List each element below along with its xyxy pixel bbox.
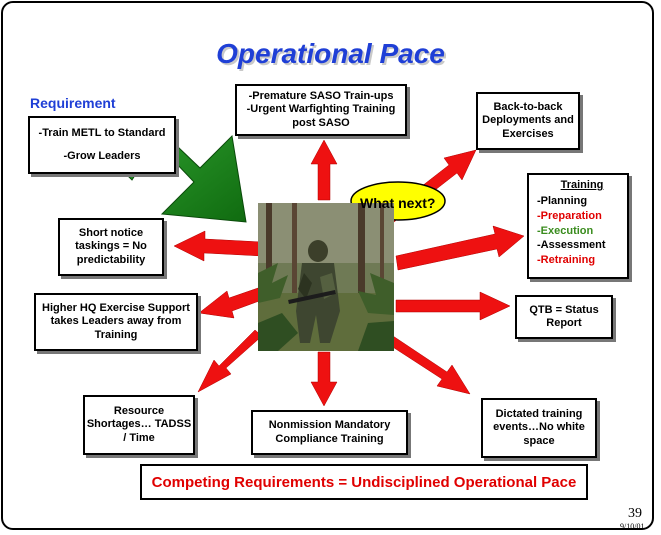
qtb-box: QTB = Status Report: [515, 295, 613, 339]
slide-title: Operational Pace: [216, 38, 445, 69]
training-item-assessment: -Assessment: [537, 239, 606, 252]
arrow-right-training: [395, 225, 525, 271]
arrow-left-shortnotice: [173, 230, 263, 262]
saso-box: -Premature SASO Train-ups -Urgent Warfig…: [235, 84, 407, 136]
training-item-preparation: -Preparation: [537, 209, 602, 222]
requirement-box: -Train METL to Standard -Grow Leaders: [28, 116, 176, 174]
nonmission-training-box: Nonmission Mandatory Compliance Training: [251, 410, 408, 455]
short-notice-box: Short notice taskings = No predictabilit…: [58, 218, 164, 276]
training-item-execution: -Execution: [537, 224, 594, 237]
requirement-item-leaders: -Grow Leaders: [63, 149, 141, 162]
training-item-planning: -Planning: [537, 194, 588, 207]
saso-line-3: post SASO: [292, 116, 350, 129]
resource-shortages-box: Resource Shortages… TADSS / Time: [83, 395, 195, 455]
arrow-down-left-resource: [197, 329, 263, 393]
higher-hq-box: Higher HQ Exercise Support takes Leaders…: [34, 293, 198, 351]
page-number: 39: [628, 506, 642, 521]
dictated-training-box: Dictated training events…No white space: [481, 398, 597, 458]
competing-requirements-banner: Competing Requirements = Undisciplined O…: [140, 464, 588, 500]
arrow-left-higherhq: [198, 287, 263, 319]
arrow-down-nonmission: [310, 351, 338, 407]
back-to-back-box: Back-to-back Deployments and Exercises: [476, 92, 580, 150]
saso-line-1: -Premature SASO Train-ups: [248, 90, 394, 103]
arrow-right-qtb: [395, 291, 511, 321]
saso-line-2: -Urgent Warfighting Training: [246, 103, 396, 116]
thought-bubble-text: What next?: [360, 195, 436, 211]
training-box: Training -Planning -Preparation -Executi…: [527, 173, 629, 279]
requirement-label: Requirement: [30, 95, 116, 111]
arrow-down-right-dictated: [384, 333, 471, 395]
training-header: Training: [560, 179, 604, 191]
training-item-retraining: -Retraining: [537, 254, 596, 267]
arrow-up-saso: [310, 139, 338, 201]
soldier-photo: [258, 203, 394, 351]
requirement-item-metl: -Train METL to Standard: [38, 127, 166, 140]
slide-date: 9/10/01: [620, 522, 645, 531]
